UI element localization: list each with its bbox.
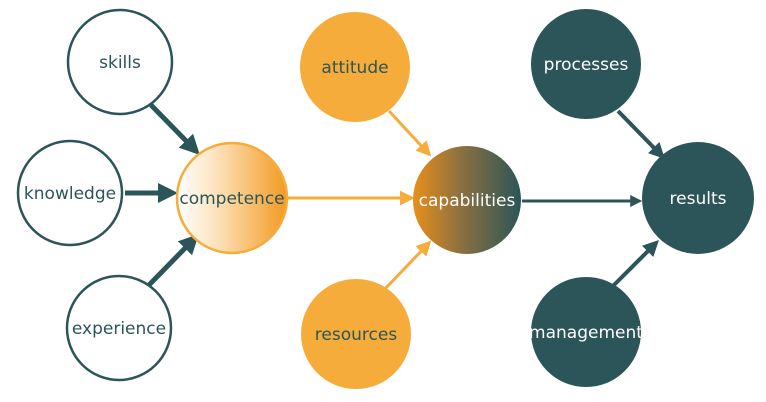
node-competence: competence bbox=[175, 141, 289, 255]
node-attitude: attitude bbox=[300, 12, 410, 122]
node-knowledge: knowledge bbox=[16, 139, 124, 247]
arrow-management-to-results bbox=[610, 240, 659, 289]
node-results-label: results bbox=[670, 189, 727, 209]
node-capabilities: capabilities bbox=[413, 146, 521, 254]
node-experience: experience bbox=[65, 274, 173, 382]
arrow-resources-to-capabilities bbox=[381, 240, 432, 293]
node-management-label: management bbox=[529, 323, 643, 343]
arrow-processes-to-results bbox=[616, 109, 665, 160]
node-attitude-label: attitude bbox=[321, 58, 388, 78]
node-competence-label: competence bbox=[179, 189, 284, 209]
node-experience-label: experience bbox=[72, 319, 166, 339]
node-capabilities-label: capabilities bbox=[419, 191, 516, 211]
arrow-experience-to-competence bbox=[147, 233, 199, 287]
node-processes-label: processes bbox=[544, 55, 629, 75]
node-resources-label: resources bbox=[315, 325, 398, 345]
node-resources: resources bbox=[301, 279, 411, 389]
connectors bbox=[125, 103, 665, 293]
node-management: management bbox=[529, 277, 643, 387]
node-skills-label: skills bbox=[99, 53, 141, 73]
node-skills: skills bbox=[66, 8, 174, 116]
node-knowledge-label: knowledge bbox=[24, 184, 116, 204]
arrow-attitude-to-capabilities bbox=[387, 109, 432, 157]
arrow-skills-to-competence bbox=[149, 103, 200, 156]
node-processes: processes bbox=[531, 9, 641, 119]
node-results: results bbox=[642, 142, 754, 254]
